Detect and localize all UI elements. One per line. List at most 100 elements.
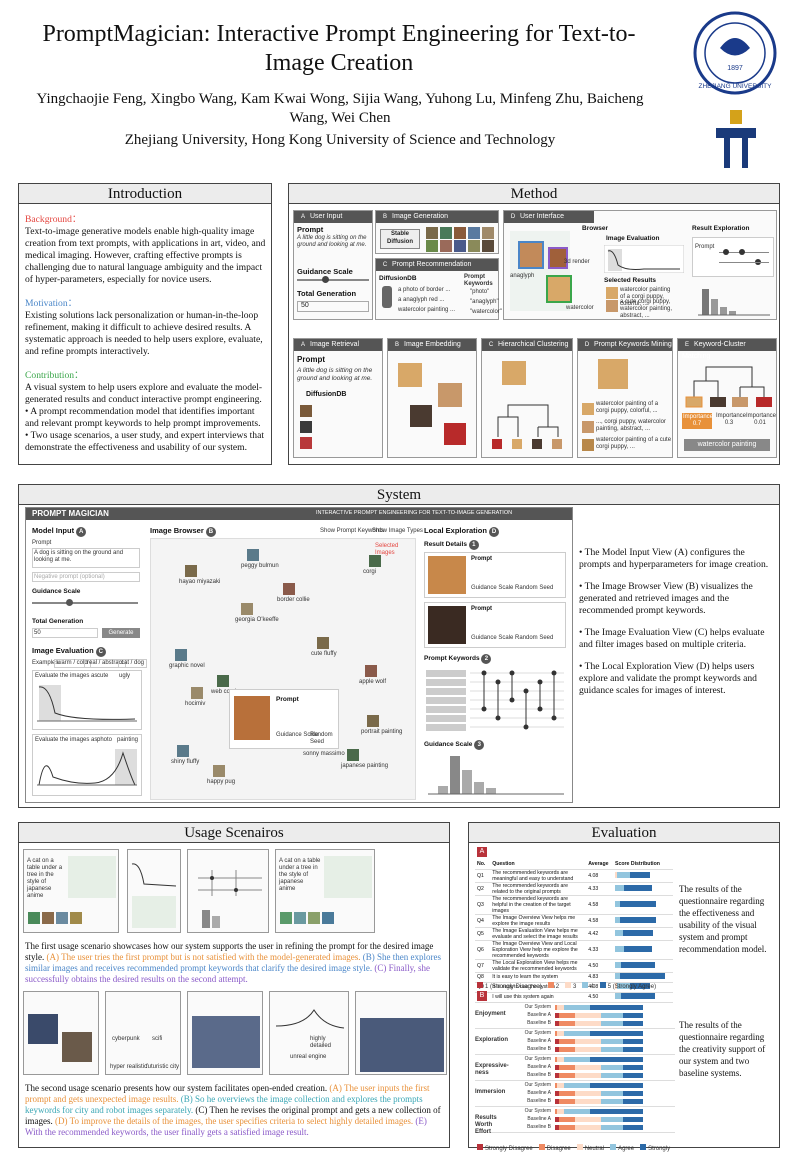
legend-item: 3 <box>565 982 576 990</box>
browser-keyword-label[interactable]: georgia O'keeffe <box>235 617 279 623</box>
creativity-bar <box>601 1117 624 1122</box>
browser-image[interactable] <box>365 665 377 677</box>
q-avg: 4.58 <box>586 914 613 928</box>
browser-image[interactable] <box>185 565 197 577</box>
browser-keyword-label[interactable]: web comic <box>211 689 240 695</box>
browser-image[interactable] <box>175 649 187 661</box>
keyword-row-bar <box>426 688 466 695</box>
creativity-bar <box>574 1091 602 1096</box>
zju-logo-text: ZHEJIANG UNIVERSITY <box>699 83 773 90</box>
affiliations: Zhejiang University, Hong Kong Universit… <box>124 132 556 148</box>
group-label: Expressive-ness <box>475 1063 509 1076</box>
sys-negative-input[interactable]: Negative prompt (optional) <box>32 572 140 582</box>
browser-image[interactable] <box>317 637 329 649</box>
method-kw2: "anaglyph" <box>470 299 499 305</box>
browser-image[interactable] <box>213 765 225 777</box>
label-3d: 3d render <box>564 259 590 265</box>
browser-image[interactable] <box>367 715 379 727</box>
browser-image[interactable] <box>283 583 295 595</box>
result-detail-card-2[interactable]: Prompt Guidance Scale Random Seed <box>424 602 566 648</box>
browser-image[interactable] <box>247 549 259 561</box>
legend-item: Agree <box>610 1144 634 1152</box>
contribution-bullet-1: • A prompt recommendation model that ide… <box>25 406 261 429</box>
sys-total-gen-input[interactable]: 50 <box>32 628 98 638</box>
example-1[interactable]: warm / cold <box>54 659 91 668</box>
result-detail-card-1[interactable]: Prompt Guidance Scale Random Seed <box>424 552 566 598</box>
creativity-row: Baseline A <box>511 1012 671 1019</box>
sys-guidance-label: Guidance Scale <box>32 588 81 595</box>
q-no: Q2 <box>475 882 491 896</box>
example-3[interactable]: cat / dog <box>118 659 148 668</box>
contribution-bullet-2: • Two usage scenarios, a user study, and… <box>25 430 264 453</box>
dog-image-watercolor[interactable] <box>546 275 572 303</box>
browser-keyword-label[interactable]: hocimiv <box>185 701 206 707</box>
keyword-dot <box>537 706 543 712</box>
browser-keyword-label[interactable]: cute fluffy <box>311 651 337 657</box>
browser-image[interactable] <box>177 745 189 757</box>
browser-keyword-label[interactable]: apple wolf <box>359 679 387 685</box>
browser-image[interactable] <box>217 675 229 687</box>
score-bar <box>615 993 622 999</box>
creativity-bar <box>563 1109 591 1114</box>
browser-image[interactable] <box>369 555 381 567</box>
browser-keyword-label[interactable]: japanese painting <box>341 763 389 769</box>
system-desc-d: • The Local Exploration View (D) helps u… <box>579 661 757 696</box>
browser-keyword-label[interactable]: graphic novel <box>169 663 205 669</box>
label-watercolor: watercolor <box>566 305 594 311</box>
browser-image[interactable] <box>241 603 253 615</box>
browser-image[interactable] <box>347 749 359 761</box>
creativity-bar <box>555 1021 560 1026</box>
model-input-title: Model Input A <box>32 526 88 537</box>
motivation-label: Motivation： <box>25 298 78 309</box>
method-kw3: "watercolor" <box>470 309 502 315</box>
database-icon <box>382 286 392 308</box>
sys-prompt-input[interactable]: A dog is sitting on the ground and looki… <box>32 548 140 568</box>
usage-title: Usage Scenairos <box>19 823 449 843</box>
background-text: Text-to-image generative models enable h… <box>25 226 266 285</box>
total-gen-input[interactable]: 50 <box>297 301 369 312</box>
dog-image-anaglyph[interactable] <box>548 247 568 269</box>
creativity-row: Baseline B <box>511 1046 671 1053</box>
show-keywords-toggle[interactable]: Show Prompt Keywords <box>320 528 385 534</box>
guidance-slider-handle[interactable] <box>322 276 329 283</box>
keyword-dot <box>537 679 543 685</box>
creativity-bar <box>555 1109 558 1114</box>
creativity-row: Baseline A <box>511 1038 671 1045</box>
scenario2-strip: cyberpunk scifi hyper realistic futurist… <box>23 991 447 1075</box>
browser-keyword-label[interactable]: hayao miyazaki <box>179 579 221 585</box>
creativity-bar <box>555 1065 560 1070</box>
result-tooltip: Prompt Guidance Scale Random Seed <box>229 689 339 749</box>
browser-keyword-label[interactable]: sonny massimo <box>303 751 345 757</box>
browser-keyword-label[interactable]: happy pug <box>207 779 236 785</box>
dog-image-3d[interactable] <box>518 241 544 269</box>
browser-keyword-label[interactable]: portrait painting <box>361 729 403 735</box>
keyword-row-bar <box>426 679 466 686</box>
image-browser-title: Image Browser B <box>150 526 218 537</box>
generate-button[interactable]: Generate <box>102 628 140 638</box>
zju-logo-year: 1897 <box>727 65 743 72</box>
guidance-scale-histogram <box>428 756 564 795</box>
browser-keyword-label[interactable]: shiny fluffy <box>171 759 200 765</box>
creativity-bar <box>555 1057 558 1062</box>
total-gen-label: Total Generation <box>297 289 357 298</box>
browser-image[interactable] <box>191 687 203 699</box>
browser-keyword-label[interactable]: corgi <box>363 569 377 575</box>
evaluation-desc-b: The results of the questionnaire regardi… <box>679 1020 766 1078</box>
browser-keyword-label[interactable]: border collie <box>277 597 310 603</box>
guidance-label: Guidance Scale <box>297 267 353 276</box>
creativity-bar <box>601 1047 624 1052</box>
creativity-row: Our System <box>511 1030 671 1037</box>
evaluation-title: Evaluation <box>469 823 779 843</box>
creativity-row: Baseline A <box>511 1090 671 1097</box>
browser-keyword-label[interactable]: peggy bulmun <box>241 563 279 569</box>
keyword-dot <box>495 715 501 721</box>
sys-guidance-slider[interactable] <box>66 599 73 606</box>
q-dist <box>613 869 673 883</box>
show-types-toggle[interactable]: Show Image Types <box>372 528 423 534</box>
example-2[interactable]: real / abstract <box>84 659 127 668</box>
